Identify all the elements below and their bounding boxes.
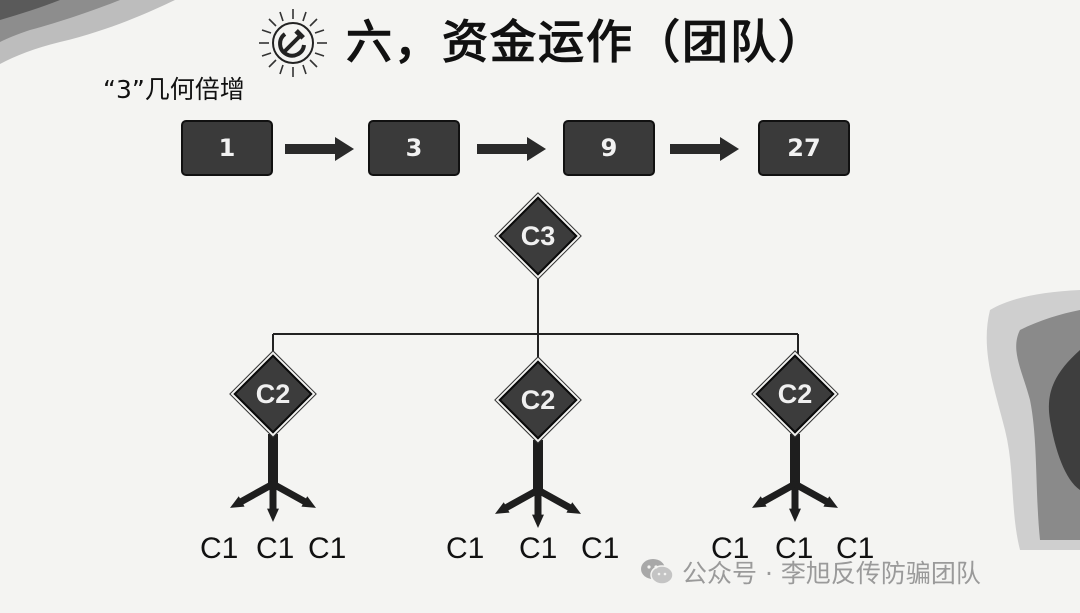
watermark-text: 公众号 · 李旭反传防骗团队 [682, 559, 981, 588]
flow-step-box: 27 [758, 120, 850, 176]
leaf-node-c1: C1 [256, 532, 295, 565]
flow-step-box: 1 [181, 120, 273, 176]
leaf-node-c1: C1 [308, 532, 347, 565]
fork-arrow-icon [230, 434, 316, 522]
brush-stroke-decoration-right [986, 290, 1080, 550]
leaf-node-c1: C1 [581, 532, 620, 565]
root-node-c3: C3 [498, 196, 578, 276]
right-arrow-icon [285, 137, 354, 161]
watermark: 公众号 · 李旭反传防骗团队 [640, 553, 981, 591]
hammer-sickle-emblem-icon [259, 9, 327, 77]
leaf-node-c1: C1 [836, 532, 875, 565]
leaf-node-c1: C1 [775, 532, 814, 565]
middle-node-c2: C2 [755, 354, 835, 434]
right-arrow-icon [670, 137, 739, 161]
flow-step-box: 3 [368, 120, 460, 176]
leaf-node-c1: C1 [200, 532, 239, 565]
right-arrow-icon [477, 137, 546, 161]
leaf-node-c1: C1 [519, 532, 558, 565]
middle-node-c2: C2 [498, 360, 578, 440]
page-title: 六，资金运作（团队） [346, 15, 826, 69]
leaf-node-c1: C1 [446, 532, 485, 565]
fork-arrow-icon [752, 434, 838, 522]
subtitle-geometric-growth: “3”几何倍增 [103, 75, 245, 104]
middle-node-c2: C2 [233, 354, 313, 434]
wechat-icon [641, 559, 674, 585]
flow-step-box: 9 [563, 120, 655, 176]
brush-stroke-decoration [0, 0, 175, 64]
leaf-node-c1: C1 [711, 532, 750, 565]
fork-arrow-icon [495, 440, 581, 528]
